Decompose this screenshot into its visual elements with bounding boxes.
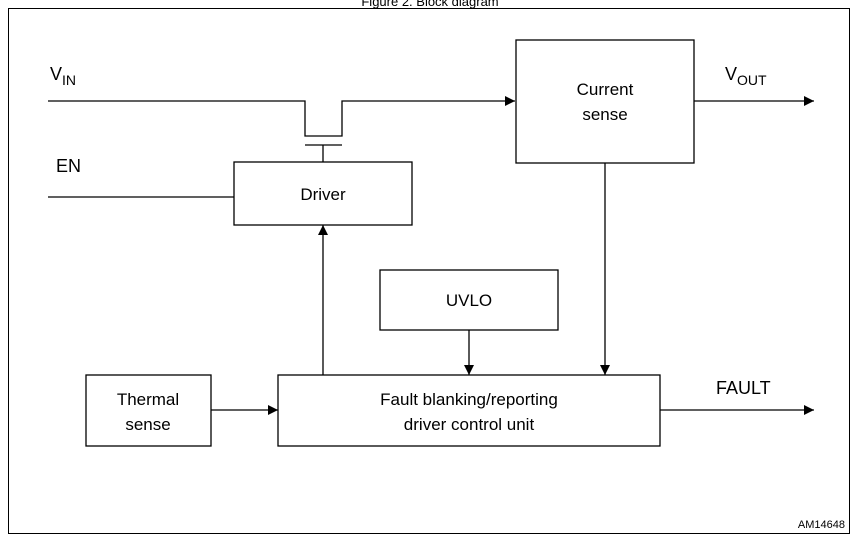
current-sense-block (515, 39, 695, 164)
fault-unit-label-1: Fault blanking/reporting (380, 390, 558, 409)
current-sense-label-2: sense (582, 105, 627, 124)
fault-unit-label-2: driver control unit (404, 415, 535, 434)
fault-unit-block (277, 374, 661, 447)
en-label: EN (56, 156, 81, 176)
uvlo-block (379, 269, 559, 331)
figure-id: AM14648 (798, 519, 845, 531)
thermal-sense-label-1: Thermal (117, 390, 179, 409)
thermal-sense-label-2: sense (125, 415, 170, 434)
fault-label: FAULT (716, 378, 771, 398)
driver-label: Driver (300, 185, 346, 204)
vin-label: VIN (50, 64, 76, 88)
vout-label: VOUT (725, 64, 767, 88)
uvlo-label: UVLO (446, 291, 492, 310)
thermal-sense-block (85, 374, 212, 447)
driver-block (233, 161, 413, 226)
current-sense-label-1: Current (577, 80, 634, 99)
vin-wire (48, 96, 515, 137)
figure-caption: Figure 2. Block diagram (361, 0, 499, 9)
